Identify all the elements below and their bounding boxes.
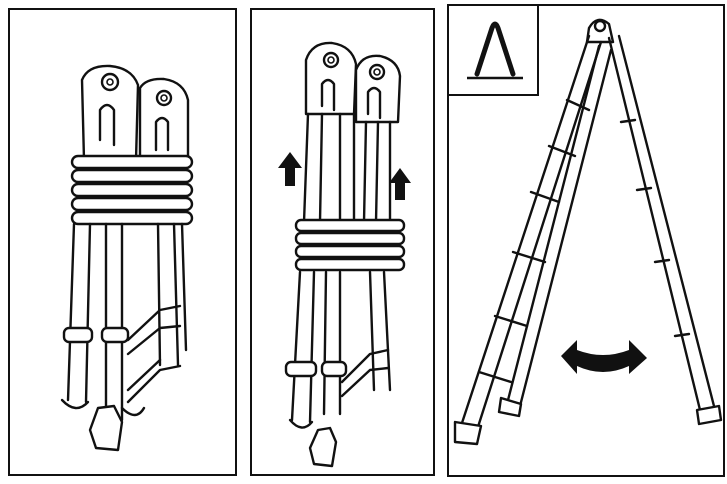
- foot-pad: [308, 426, 338, 468]
- hinge-left: [304, 41, 358, 116]
- rail-2: [104, 222, 124, 422]
- hinge-bolt-left: [100, 72, 120, 92]
- rail-1: [66, 222, 92, 404]
- rungs: [477, 98, 591, 384]
- right-leg: [607, 34, 717, 416]
- rung-bundle: [70, 154, 194, 226]
- step-1-panel: [8, 8, 237, 476]
- step-3-panel: [447, 4, 725, 477]
- a-frame-symbol-icon: [467, 21, 523, 80]
- rail-3: [156, 222, 180, 367]
- ladder-extend-icon: [278, 41, 411, 468]
- curved-double-arrow-icon: [561, 340, 647, 374]
- hinge-left: [80, 64, 140, 162]
- a-frame-badge: [449, 6, 539, 96]
- hinge-bolt-right: [155, 89, 173, 107]
- rung-bundle: [294, 218, 406, 272]
- left-leg: [459, 34, 603, 432]
- step-2-panel: [250, 8, 435, 476]
- arrow-up-icon: [389, 168, 411, 200]
- ladder-a-frame-icon: [453, 18, 723, 446]
- ladder-folded-icon: [60, 64, 194, 452]
- foot-pad: [88, 404, 124, 452]
- arrow-up-icon: [278, 152, 302, 186]
